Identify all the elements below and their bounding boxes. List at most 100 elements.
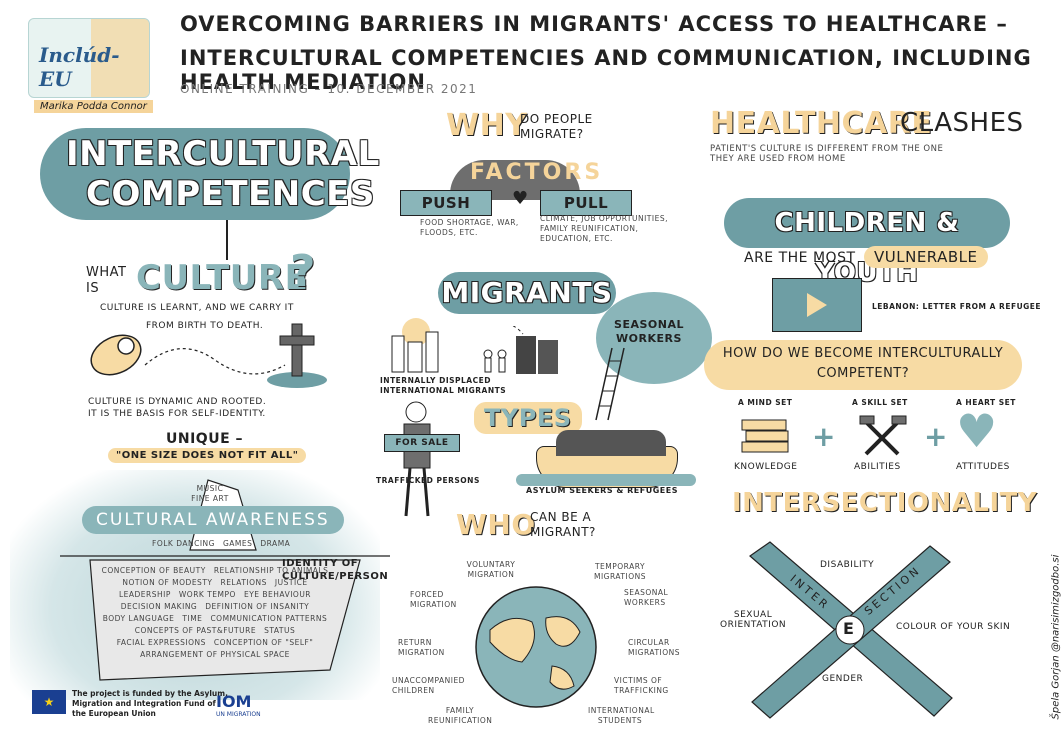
vulnerable-label: VULNERABLE xyxy=(864,246,988,268)
play-icon xyxy=(807,293,827,317)
eu-flag-icon: ★ xyxy=(32,690,66,714)
push-arrow: PUSH xyxy=(400,190,492,216)
video-play-button[interactable] xyxy=(772,278,862,332)
idp-line-1: INTERNALLY DISPLACED xyxy=(380,376,491,385)
iceberg-top-row: FOLK DANCING GAMES DRAMA xyxy=(152,539,292,549)
iceberg-item: DECISION MAKING xyxy=(120,602,198,611)
how-become-box: HOW DO WE BECOME INTERCULTURALLY COMPETE… xyxy=(704,340,1022,390)
migrants-heading: MIGRANTS xyxy=(438,272,616,314)
iceberg-item: CONCEPTION OF "SELF" xyxy=(213,638,314,647)
what-is-label: WHAT IS xyxy=(86,265,127,296)
eu-funding-text: The project is funded by the Asylum, Mig… xyxy=(72,689,228,719)
iom-sub: UN MIGRATION xyxy=(216,711,261,718)
pull-items-3: EDUCATION, ETC. xyxy=(540,234,613,243)
how-line-1: HOW DO WE BECOME INTERCULTURALLY xyxy=(722,346,1004,361)
colour-skin-label: COLOUR OF YOUR SKIN xyxy=(896,622,1011,632)
mind-set-label: A MIND SET xyxy=(738,398,793,407)
heart-shape-icon: ♥ xyxy=(956,404,998,458)
how-line-2: COMPETENT? xyxy=(816,366,910,381)
trafficked-label: TRAFFICKED PERSONS xyxy=(376,476,480,485)
culture-word: CULTURE xyxy=(136,258,309,298)
pull-items-1: CLIMATE, JOB OPPORTUNITIES, xyxy=(540,214,668,223)
for-sale-sign: FOR SALE xyxy=(384,434,460,452)
skill-set-label: A SKILL SET xyxy=(852,398,908,407)
video-label: LEBANON: LETTER FROM A REFUGEE xyxy=(872,302,1042,311)
iom-logo: IOM UN MIGRATION xyxy=(216,692,261,718)
plus-icon: + xyxy=(812,420,836,453)
push-items: FOOD SHORTAGE, WAR, FLOODS, ETC. xyxy=(420,218,519,238)
logo-text: Inclúd-EU xyxy=(39,43,120,91)
water-wave xyxy=(516,474,696,486)
migrant-label: MIGRANT? xyxy=(530,525,596,539)
who-word: WHO xyxy=(456,508,536,541)
who-return: RETURN MIGRATION xyxy=(398,638,445,657)
iceberg-item: WORK TEMPO xyxy=(178,590,236,599)
cultural-awareness-label: CULTURAL AWARENESS xyxy=(82,506,344,534)
sexual-orientation-label: SEXUAL ORIENTATION xyxy=(720,610,786,630)
types-label: TYPES xyxy=(474,402,582,434)
dotted-path-icon xyxy=(144,348,286,375)
who-family: FAMILY REUNIFICATION xyxy=(428,706,493,725)
iceberg-top-items: MUSIC FINE ART xyxy=(160,484,260,504)
iceberg-top-3: FOLK DANCING xyxy=(152,539,215,548)
culture-dynamic-2: IT IS THE BASIS FOR SELF-IDENTITY. xyxy=(88,409,266,419)
iceberg-item: STATUS xyxy=(264,626,296,635)
why-word: WHY xyxy=(446,108,528,143)
factors-label: FACTORS xyxy=(470,160,604,185)
healthcare-desc: PATIENT'S CULTURE IS DIFFERENT FROM THE … xyxy=(710,144,943,164)
subtitle: ONLINE TRAINING – 10. DECEMBER 2021 xyxy=(180,82,478,96)
intersection-cross xyxy=(749,541,953,719)
pull-items: CLIMATE, JOB OPPORTUNITIES, FAMILY REUNI… xyxy=(540,214,668,244)
tools-icon xyxy=(859,415,907,456)
knowledge-label: KNOWLEDGE xyxy=(734,462,798,472)
ladder-icon xyxy=(595,347,625,421)
heart-icon: ♥ xyxy=(512,188,529,209)
sexual-line-2: ORIENTATION xyxy=(720,620,787,630)
eu-text-2: Migration and Integration Fund of xyxy=(72,699,216,708)
migrate-label: MIGRATE? xyxy=(520,127,584,141)
tree-icon xyxy=(596,292,712,384)
culture-learnt-2: FROM BIRTH TO DEATH. xyxy=(146,321,264,331)
connector-line xyxy=(226,220,228,260)
children-youth-heading: CHILDREN & YOUTH xyxy=(724,198,1010,288)
culture-dynamic-1: CULTURE IS DYNAMIC AND ROOTED. xyxy=(88,397,267,407)
iceberg-item: TIME xyxy=(182,614,203,623)
baby-icon xyxy=(90,334,142,376)
iceberg-item: LEADERSHIP xyxy=(118,590,171,599)
iceberg-item: NOTION OF MODESTY xyxy=(122,578,213,587)
title-line-1: Overcoming barriers in migrants' access … xyxy=(180,12,1008,36)
identity-label: IDENTITY OF CULTURE/PERSON xyxy=(282,558,389,582)
push-items-1: FOOD SHORTAGE, WAR, xyxy=(420,218,519,227)
globe-icon xyxy=(475,586,597,708)
credit-text: Špela Gorjan @narisimizgodbo.si xyxy=(1050,554,1062,720)
iceberg-item: RELATIONSHIP TO ANIMALS xyxy=(213,566,329,575)
disability-label: DISABILITY xyxy=(820,560,875,570)
seasonal-workers-label: SEASONAL WORKERS xyxy=(614,318,684,345)
iceberg-item: RELATIONS xyxy=(220,578,267,587)
culture-qmark: ? xyxy=(290,246,316,297)
iceberg-item: BODY LANGUAGE xyxy=(102,614,175,623)
who-circular: CIRCULAR MIGRATIONS xyxy=(628,638,681,657)
iceberg-item: ARRANGEMENT OF PHYSICAL SPACE xyxy=(140,650,290,659)
attitudes-label: ATTITUDES xyxy=(956,462,1010,472)
abilities-label: ABILITIES xyxy=(854,462,901,472)
push-items-2: FLOODS, ETC. xyxy=(420,228,478,237)
pull-arrow: PULL xyxy=(540,190,632,216)
one-size-label: "ONE SIZE DOES NOT FIT ALL" xyxy=(108,448,307,463)
iceberg-item: FACIAL EXPRESSIONS xyxy=(116,638,206,647)
city-skyline-icon xyxy=(391,318,439,373)
books-icon xyxy=(741,419,789,453)
includ-eu-logo: Inclúd-EU xyxy=(28,18,150,98)
eu-text-1: The project is funded by the Asylum, xyxy=(72,689,228,698)
iceberg-top-2: FINE ART xyxy=(191,494,229,503)
intercultural-heading-blob xyxy=(40,128,350,220)
pull-items-2: FAMILY REUNIFICATION, xyxy=(540,224,639,233)
idp-label: INTERNALLY DISPLACED INTERNATIONAL MIGRA… xyxy=(380,376,506,396)
plus-icon: + xyxy=(924,420,948,453)
grave-cross-icon xyxy=(267,323,327,388)
heading-competences: COMPETENCES xyxy=(86,174,375,214)
crowd-icon xyxy=(556,430,666,456)
clashes-word: CLASHES xyxy=(900,108,1024,138)
culture-learnt-1: CULTURE IS LEARNT, AND WE CARRY IT xyxy=(100,303,294,313)
who-students: INTERNATIONAL STUDENTS xyxy=(588,706,655,725)
